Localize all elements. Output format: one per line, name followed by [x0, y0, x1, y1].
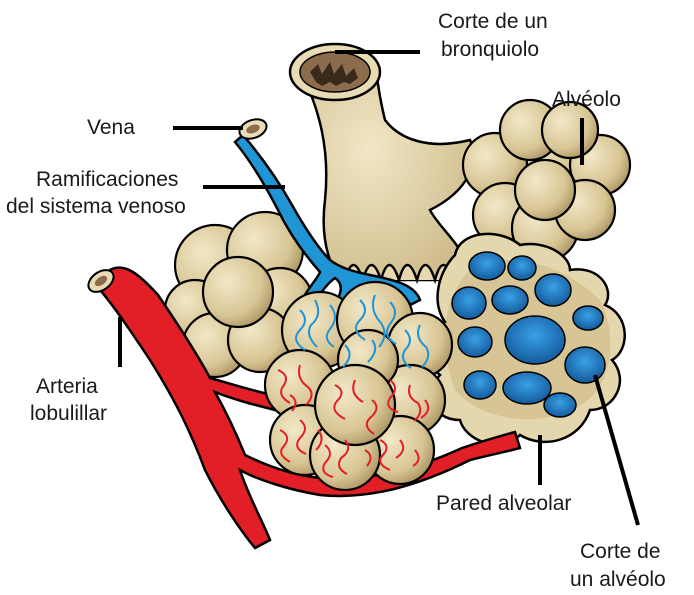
- label-alveolus: Alvéolo: [552, 88, 621, 111]
- label-vein: Vena: [87, 116, 135, 139]
- label-section-line1: Corte de: [580, 540, 661, 563]
- alveolus-section-cluster: [427, 234, 624, 445]
- label-venous-line2: del sistema venoso: [6, 195, 186, 218]
- label-artery-line1: Arteria: [36, 375, 98, 398]
- label-alveolar-wall: Pared alveolar: [436, 492, 571, 515]
- label-section-line2: un alvéolo: [570, 568, 666, 591]
- capillary-alveolus-cluster: [265, 282, 452, 490]
- label-bronchiole-line1: Corte de un: [438, 10, 548, 33]
- label-artery-line2: lobulillar: [30, 402, 107, 425]
- label-bronchiole-line2: bronquiolo: [441, 38, 539, 61]
- label-venous-line1: Ramificaciones: [36, 168, 178, 191]
